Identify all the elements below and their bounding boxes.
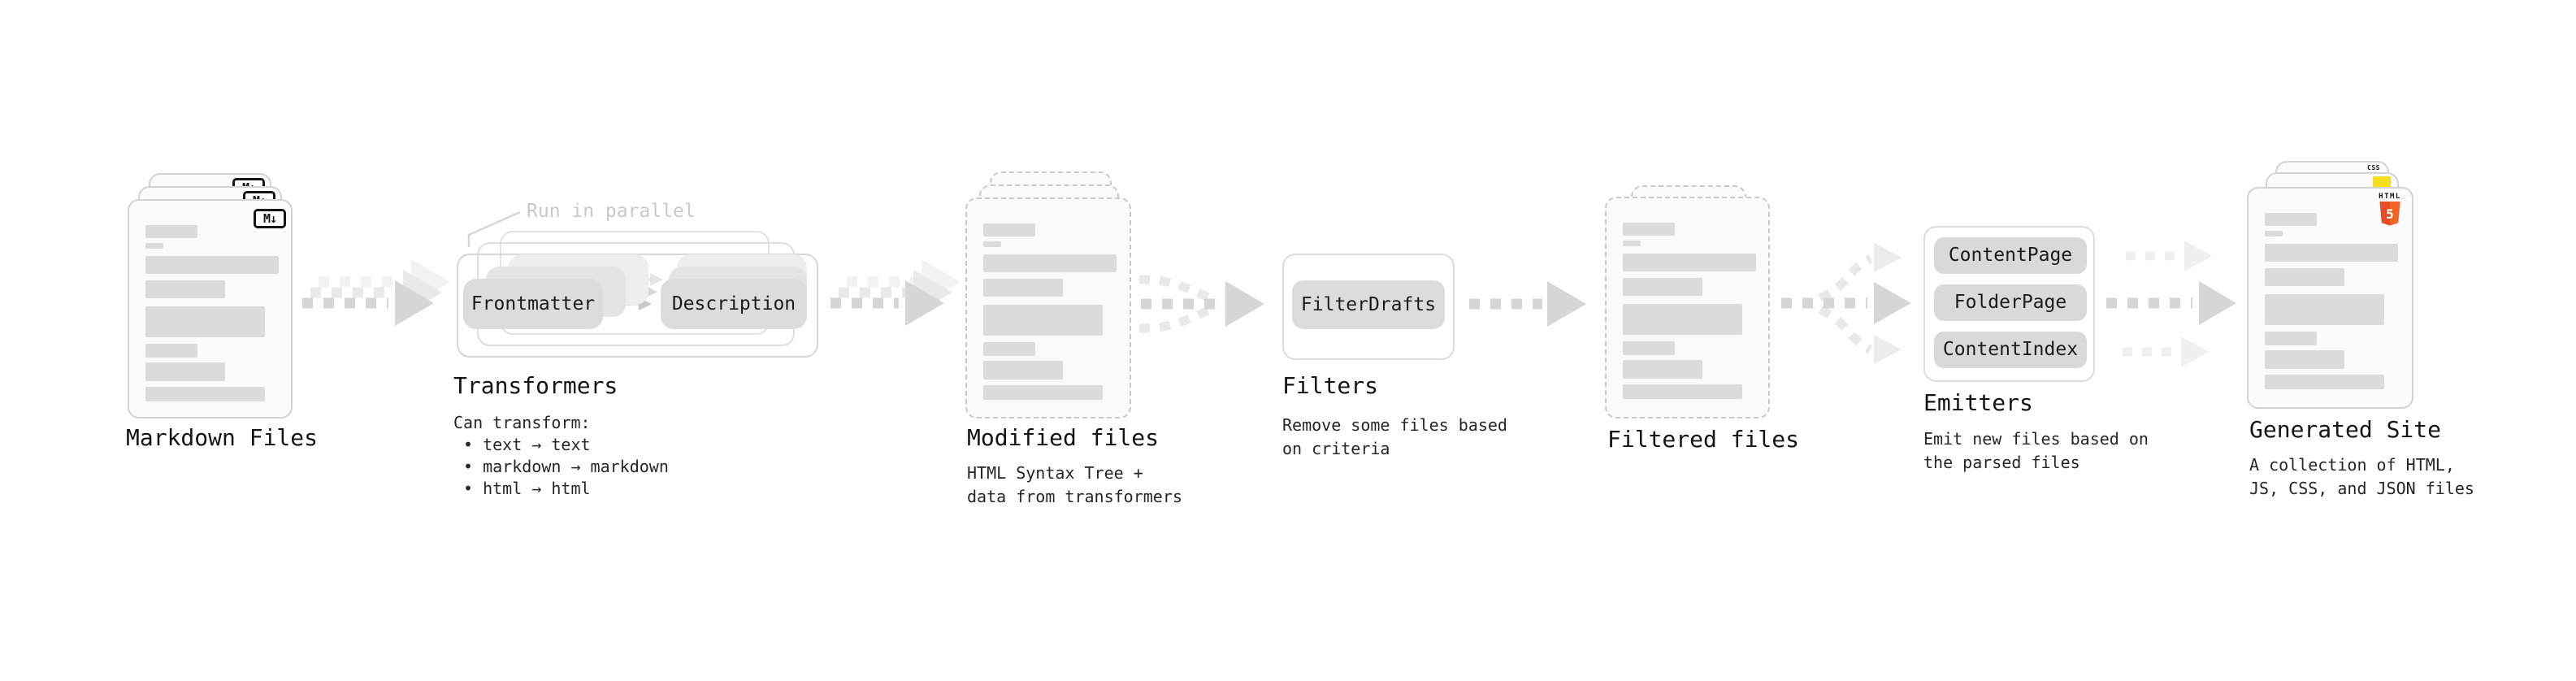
stage-label-modified-files: Modified files [967, 424, 1160, 451]
text-line-placeholder [145, 225, 197, 238]
css-icon-label: CSS [2367, 164, 2380, 171]
text-line-placeholder [983, 241, 1001, 247]
html5-shield: 5 [2379, 202, 2400, 226]
js-icon [2373, 176, 2391, 189]
html5-icon-label: HTML [2379, 193, 2401, 201]
text-line-placeholder [983, 385, 1103, 400]
html5-icon: HTML 5 [2378, 193, 2402, 229]
transformers-description: Can transform: • text → text • markdown … [453, 412, 669, 500]
arrow-filters-to-filtered [1469, 281, 1586, 327]
text-line-placeholder [145, 280, 225, 298]
text-line-placeholder [1623, 254, 1756, 271]
text-line-placeholder [2265, 268, 2344, 286]
arrow-modified-to-filters [1138, 275, 1264, 333]
text-line-placeholder [983, 254, 1117, 272]
stage-label-emitters: Emitters [1923, 389, 2033, 416]
file-card-front-html: HTML 5 [2247, 187, 2413, 409]
text-line-placeholder [145, 344, 197, 358]
run-in-parallel-note: Run in parallel [527, 201, 696, 222]
text-line-placeholder [2265, 294, 2384, 325]
emitter-pill-folderpage: FolderPage [1934, 284, 2087, 321]
transformer-pill-frontmatter: Frontmatter [463, 279, 603, 329]
text-line-placeholder [983, 342, 1035, 356]
text-line-placeholder [983, 279, 1063, 297]
stage-label-generated-site: Generated Site [2249, 416, 2442, 443]
text-line-placeholder [2265, 375, 2384, 389]
emitter-pill-contentpage: ContentPage [1934, 237, 2087, 274]
text-line-placeholder [145, 387, 265, 401]
text-line-placeholder [1623, 384, 1742, 399]
generated-site-description: A collection of HTML, JS, CSS, and JSON … [2249, 455, 2474, 498]
file-card-front [965, 197, 1131, 419]
text-line-placeholder [2265, 350, 2344, 369]
html5-shield-number: 5 [2386, 206, 2394, 222]
text-line-placeholder [145, 306, 265, 337]
modified-files-description: HTML Syntax Tree + data from transformer… [967, 463, 1182, 506]
text-line-placeholder [1623, 223, 1675, 236]
filters-description: Remove some files based on criteria [1282, 415, 1507, 458]
filter-pill-filterdrafts: FilterDrafts [1292, 280, 1445, 329]
stage-label-filters: Filters [1282, 372, 1379, 399]
text-line-placeholder [983, 305, 1103, 336]
text-line-placeholder [1623, 278, 1702, 296]
transformer-pill-description: Description [661, 279, 807, 329]
text-line-placeholder [2265, 213, 2317, 226]
arrows-emitters-to-generated [2106, 241, 2236, 367]
emitters-box [1923, 226, 2095, 382]
stage-label-filtered-files: Filtered files [1607, 426, 1800, 453]
desc-bullet: • text → text [463, 435, 591, 454]
text-line-placeholder [2265, 231, 2283, 236]
file-card-front [1605, 197, 1770, 419]
file-card-front: M↓ [128, 199, 293, 419]
markdown-icon: M↓ [254, 209, 286, 228]
text-line-placeholder [983, 223, 1035, 236]
text-line-placeholder [983, 361, 1063, 380]
stage-label-transformers: Transformers [453, 372, 618, 399]
desc-line: Can transform: [453, 413, 591, 432]
arrow-transformers-to-modified [830, 259, 961, 326]
text-line-placeholder [2265, 244, 2398, 262]
desc-bullet: • html → html [463, 479, 591, 498]
emitters-description: Emit new files based on the parsed files [1923, 429, 2149, 472]
run-in-parallel-leader-line [467, 210, 521, 247]
text-line-placeholder [145, 256, 279, 274]
text-line-placeholder [2265, 332, 2317, 345]
stage-label-markdown-files: Markdown Files [126, 424, 319, 451]
arrow-markdown-to-transformers [302, 259, 450, 326]
text-line-placeholder [1623, 304, 1742, 335]
desc-bullet: • markdown → markdown [463, 457, 669, 476]
arrow-filtered-to-emitters [1781, 243, 1911, 364]
text-line-placeholder [1623, 341, 1675, 355]
text-line-placeholder [145, 362, 225, 381]
filters-box [1282, 254, 1455, 360]
text-line-placeholder [145, 243, 163, 249]
text-line-placeholder [1623, 360, 1702, 379]
text-line-placeholder [1623, 241, 1641, 246]
emitter-pill-contentindex: ContentIndex [1934, 332, 2087, 368]
